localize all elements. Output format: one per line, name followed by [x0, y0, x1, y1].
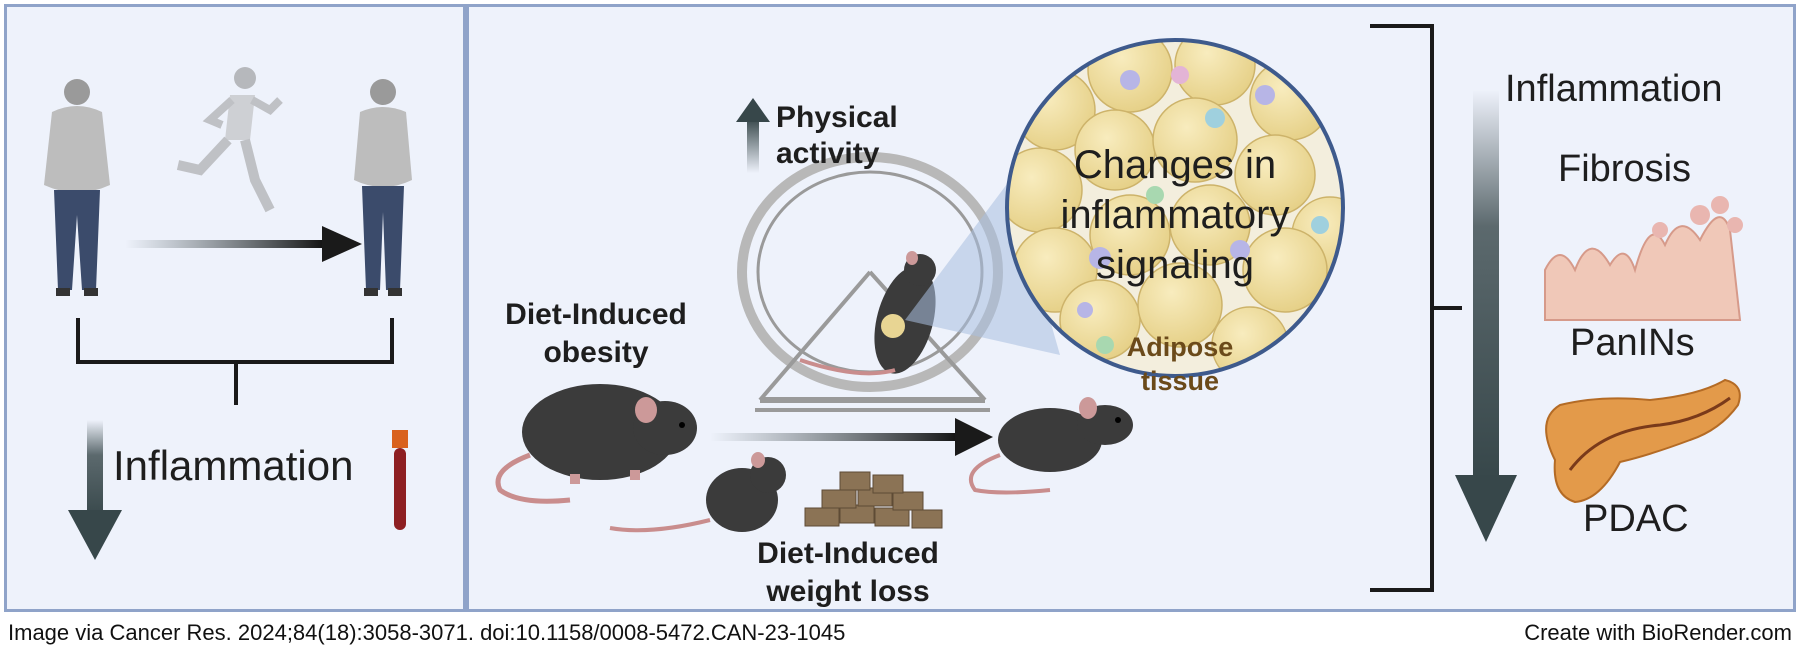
- physical-activity-line1: Physical: [776, 101, 898, 134]
- outcome-inflammation: Inflammation: [1505, 68, 1723, 110]
- outcome-fibrosis: Fibrosis: [1558, 148, 1692, 190]
- weight-loss-arrow-icon: [710, 418, 993, 456]
- outcome-panins: PanINs: [1570, 322, 1695, 364]
- lean-mouse-icon: [968, 397, 1133, 495]
- bubble-line2: inflammatory: [1060, 193, 1290, 237]
- bracket-right: [1370, 24, 1462, 592]
- obesity-line2: obesity: [543, 336, 649, 369]
- adipose-tissue-label: Adipose tissue: [1110, 330, 1250, 398]
- running-person-icon: [176, 67, 283, 213]
- food-pellets-icon: [804, 471, 943, 529]
- left-inflammation-label: Inflammation: [113, 442, 354, 489]
- adipose-line1: Adipose: [1126, 332, 1234, 362]
- pancreas-icon: [1545, 378, 1741, 504]
- blood-tube-icon: [392, 430, 408, 530]
- adipose-tissue-bubble: [1005, 38, 1345, 378]
- decrease-arrow-icon: [68, 420, 122, 560]
- obese-person-before-icon: [44, 79, 110, 296]
- bubble-signaling-text: Changes in inflammatory signaling: [1050, 140, 1300, 290]
- weight-loss-line1: Diet-Induced: [757, 537, 939, 570]
- diet-induced-obesity-label: Diet-Induced obesity: [496, 296, 696, 372]
- eating-mouse-icon: [609, 452, 786, 533]
- bracket-left: [76, 318, 394, 405]
- panin-tissue-icon: [1544, 196, 1743, 321]
- biorender-credit: Create with BioRender.com: [1524, 620, 1792, 645]
- obese-mouse-icon: [495, 384, 697, 504]
- physical-activity-label: Physical activity: [776, 100, 898, 172]
- physical-activity-line2: activity: [776, 137, 880, 170]
- progression-arrow-icon: [125, 226, 362, 262]
- person-after-icon: [354, 79, 412, 296]
- outcome-arrow-icon: [1455, 90, 1517, 542]
- diet-induced-weight-loss-label: Diet-Induced weight loss: [728, 535, 968, 611]
- bubble-line3: signaling: [1096, 243, 1254, 287]
- increase-arrow-icon: [736, 98, 770, 173]
- outcome-pdac: PDAC: [1583, 498, 1689, 540]
- weight-loss-line2: weight loss: [766, 575, 930, 608]
- obesity-line1: Diet-Induced: [505, 298, 687, 331]
- bubble-line1: Changes in: [1073, 143, 1277, 187]
- citation-text: Image via Cancer Res. 2024;84(18):3058-3…: [8, 620, 846, 645]
- adipose-line2: tissue: [1140, 366, 1220, 396]
